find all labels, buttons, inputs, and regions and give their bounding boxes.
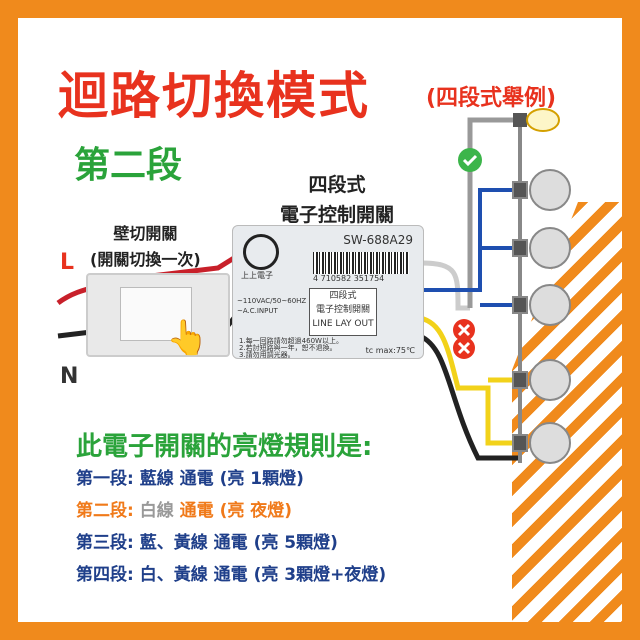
gray-wire [467, 117, 523, 308]
rule-stage: 第三段: [76, 533, 134, 553]
bulb-2 [512, 227, 571, 269]
note-line: 1.每一回路請勿超過460W以上。 [239, 337, 343, 345]
rule-wire: 白線 [139, 501, 174, 521]
rule-text: 通電 (亮 3顆燈+夜燈) [213, 565, 387, 585]
wall-switch-label-line2: (開關切換一次) [90, 250, 201, 269]
barcode-number: 4 710582 351754 [313, 274, 385, 283]
poster: 迴路切換模式 (四段式舉例) 第二段 四段式 電子控制開關 壁切開關 (開關切換… [18, 18, 622, 622]
current-stage: 第二段 [74, 145, 183, 186]
rule-text: 通電 (亮 5顆燈) [213, 533, 338, 553]
rule-text: 通電 (亮 1顆燈) [179, 469, 304, 489]
spec-line: ~A.C.INPUT [237, 307, 278, 315]
layout-line: LINE LAY OUT [312, 319, 374, 329]
note-line: 2.若討短路與一年，恕不退換。 [239, 344, 337, 352]
switch-rocker [120, 287, 192, 341]
hand-pointer-icon: 👆 [166, 318, 209, 358]
wall-switch [86, 273, 230, 357]
controller-label-line2: 電子控制開關 [280, 204, 395, 226]
rule-wire: 藍、黃線 [139, 533, 208, 553]
bulb-5 [512, 422, 571, 464]
rule-stage-4: 第四段: 白、黃線 通電 (亮 3顆燈+夜燈) [76, 560, 386, 585]
check-icon [458, 148, 482, 172]
notes: 1.每一回路請勿超過460W以上。 2.若討短路與一年，恕不退換。 3.請勿用調… [239, 338, 343, 359]
page-subtitle: (四段式舉例) [426, 86, 557, 111]
rule-text: 通電 (亮 夜燈) [179, 501, 293, 521]
live-wire-label: L [60, 250, 75, 275]
rule-wire: 白、黃線 [139, 565, 208, 585]
rule-stage: 第一段: [76, 469, 134, 489]
temperature-rating: tc max:75℃ [365, 346, 415, 355]
wall-switch-label-line1: 壁切開關 [113, 224, 178, 243]
wall-switch-label: 壁切開關 (開關切換一次) [90, 221, 201, 273]
rules-heading: 此電子開關的亮燈規則是: [76, 432, 373, 462]
neutral-wire-label: N [60, 364, 79, 389]
cross-icon [453, 319, 475, 341]
model-number: SW-688A29 [343, 233, 413, 247]
night-light-bulb [513, 108, 560, 132]
cross-icon [453, 337, 475, 359]
rule-stage: 第二段: [76, 501, 134, 521]
rule-stage-3: 第三段: 藍、黃線 通電 (亮 5顆燈) [76, 528, 338, 553]
spec-line: ~110VAC/50~60HZ [237, 297, 307, 305]
rule-wire: 藍線 [139, 469, 174, 489]
bulb-4 [512, 359, 571, 401]
page-title: 迴路切換模式 [58, 67, 370, 125]
rule-stage: 第四段: [76, 565, 134, 585]
bulb-3 [512, 284, 571, 326]
note-line: 3.請勿用調光器。 [239, 351, 295, 359]
brand-name: 上上電子 [241, 271, 273, 280]
rule-stage-2: 第二段: 白線 通電 (亮 夜燈) [76, 496, 292, 521]
electronic-controller: 上上電子 SW-688A29 4 710582 351754 ~110VAC/5… [232, 225, 424, 359]
layout-box: 四段式 電子控制開關 LINE LAY OUT [309, 288, 377, 336]
layout-line: 電子控制開關 [315, 305, 370, 315]
input-spec: ~110VAC/50~60HZ ~A.C.INPUT [237, 296, 306, 316]
brand-logo [243, 234, 279, 270]
layout-line: 四段式 [329, 291, 357, 301]
controller-label: 四段式 電子控制開關 [280, 170, 394, 230]
controller-label-line1: 四段式 [308, 174, 366, 196]
rule-stage-1: 第一段: 藍線 通電 (亮 1顆燈) [76, 464, 304, 489]
bulb-1 [512, 169, 571, 211]
black-output-wire [418, 333, 520, 461]
white-wire [419, 260, 470, 311]
barcode [313, 252, 409, 274]
